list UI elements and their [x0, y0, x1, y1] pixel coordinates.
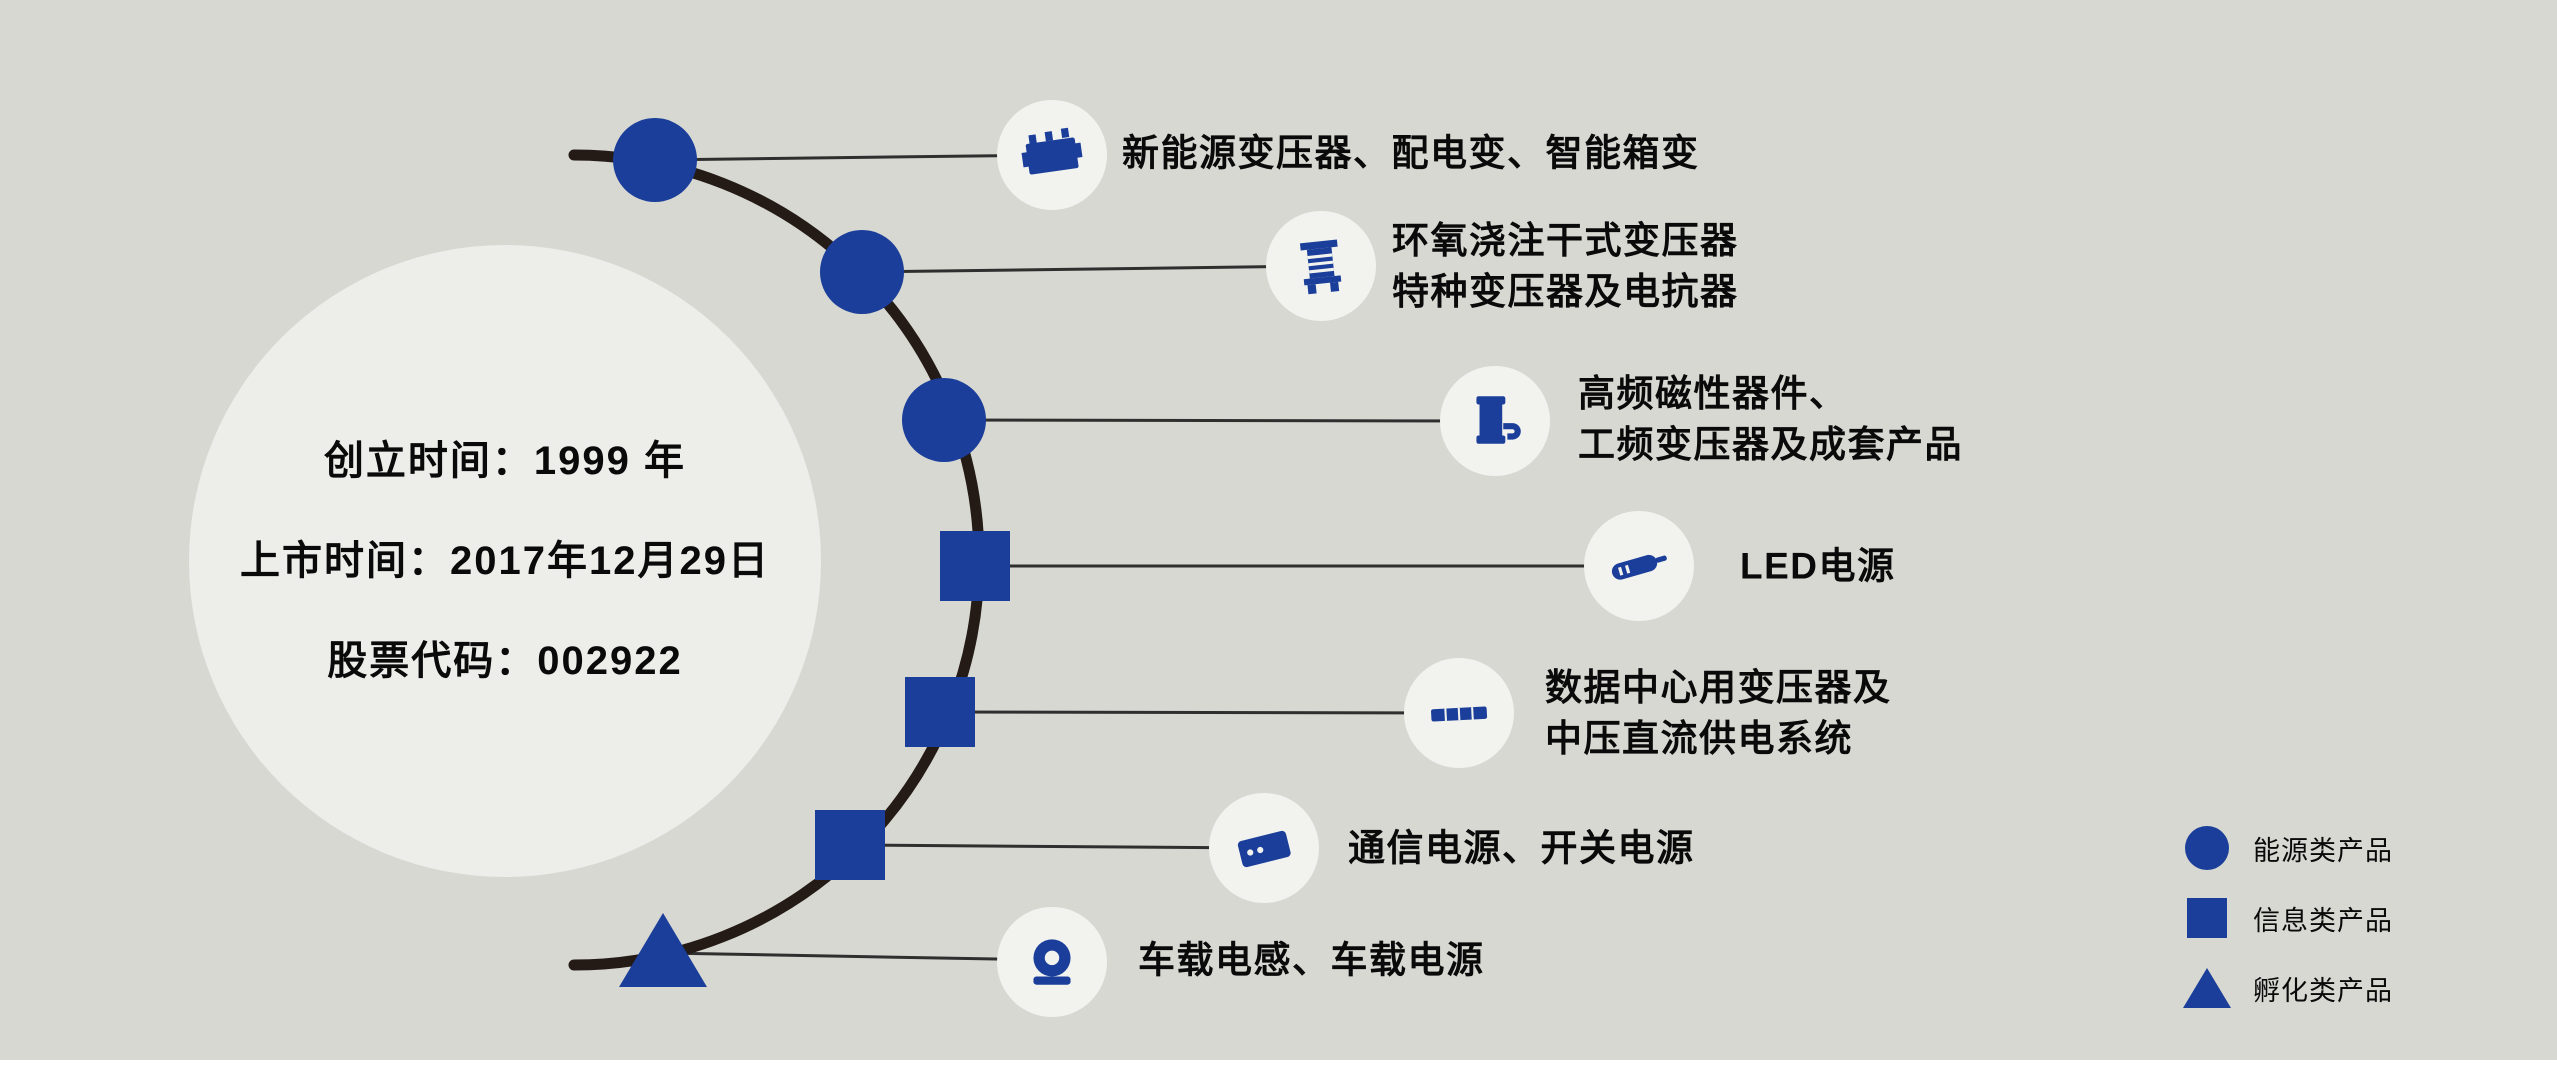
label-line: 高频磁性器件、 — [1578, 372, 1848, 414]
legend-shape-box — [2183, 968, 2231, 1008]
legend-circle-icon — [2185, 826, 2229, 870]
label-line: 工频变压器及成套产品 — [1578, 424, 1963, 465]
product-icon-bubble — [1440, 366, 1550, 476]
legend-item: 能源类产品 — [2183, 824, 2393, 872]
timeline-item-label: 高频磁性器件、 工频变压器及成套产品 — [1578, 368, 1963, 470]
legend-item: 孵化类产品 — [2183, 964, 2393, 1012]
legend-shape-box — [2183, 826, 2231, 870]
company-stock-code-line: 股票代码：002922 — [327, 639, 683, 683]
label-line: LED电源 — [1740, 545, 1896, 587]
dry-type-transformer-icon — [1299, 239, 1342, 295]
label-line: 通信电源、开关电源 — [1348, 827, 1695, 869]
label-line: 环氧浇注干式变压器 — [1392, 219, 1739, 261]
timeline-item-label: 环氧浇注干式变压器 特种变压器及电抗器 — [1392, 215, 1739, 317]
bottom-strip — [0, 1060, 2557, 1082]
legend-shape-box — [2183, 898, 2231, 938]
connector-line — [849, 843, 1265, 850]
transformer-box-icon — [1021, 127, 1083, 175]
label-line: 特种变压器及电抗器 — [1392, 271, 1739, 312]
legend-item: 信息类产品 — [2183, 894, 2393, 942]
connector-line — [662, 951, 1053, 962]
connector-line — [861, 264, 1322, 274]
timeline-item-label: 车载电感、车载电源 — [1138, 934, 1485, 985]
legend-label: 孵化类产品 — [2253, 975, 2393, 1006]
info-marker-square — [815, 810, 885, 880]
energy-marker-circle — [902, 378, 986, 462]
product-icon-bubble — [997, 907, 1107, 1017]
info-marker-square — [940, 531, 1010, 601]
product-icon-bubble — [997, 100, 1107, 210]
legend: 能源类产品 信息类产品 孵化类产品 — [2183, 824, 2393, 1034]
connector-line — [939, 710, 1460, 715]
product-icon-bubble — [1266, 211, 1376, 321]
timeline-item-label: LED电源 — [1740, 540, 1896, 591]
label-line: 中压直流供电系统 — [1545, 718, 1853, 759]
led-driver-icon — [1611, 554, 1667, 580]
energy-marker-circle — [820, 230, 904, 314]
timeline-item-label: 新能源变压器、配电变、智能箱变 — [1122, 127, 1700, 178]
data-center-bar-icon — [1431, 706, 1488, 722]
legend-label: 能源类产品 — [2253, 835, 2393, 866]
company-founded-line: 创立时间：1999 年 — [323, 439, 687, 483]
connector-line — [943, 418, 1496, 423]
comm-power-icon — [1237, 830, 1291, 868]
incubation-marker-triangle — [619, 913, 707, 987]
info-marker-square — [905, 677, 975, 747]
vehicle-inductor-icon — [1033, 939, 1071, 985]
energy-marker-circle — [613, 118, 697, 202]
product-icon-bubble — [1404, 658, 1514, 768]
label-line: 数据中心用变压器及 — [1545, 666, 1892, 708]
label-line: 车载电感、车载电源 — [1138, 939, 1485, 981]
label-line: 新能源变压器、配电变、智能箱变 — [1122, 132, 1700, 174]
company-listed-line: 上市时间：2017年12月29日 — [240, 539, 770, 583]
company-info-circle: 创立时间：1999 年 上市时间：2017年12月29日 股票代码：002922 — [189, 245, 821, 877]
timeline-item-label: 数据中心用变压器及 中压直流供电系统 — [1545, 662, 1892, 764]
timeline-item-label: 通信电源、开关电源 — [1348, 822, 1695, 873]
magnetic-device-icon — [1476, 396, 1521, 444]
product-icon-bubble — [1209, 793, 1319, 903]
legend-square-icon — [2187, 898, 2227, 938]
legend-label: 信息类产品 — [2253, 905, 2393, 936]
connector-line — [654, 153, 1053, 162]
product-icon-bubble — [1584, 511, 1694, 621]
legend-triangle-icon — [2183, 968, 2231, 1008]
